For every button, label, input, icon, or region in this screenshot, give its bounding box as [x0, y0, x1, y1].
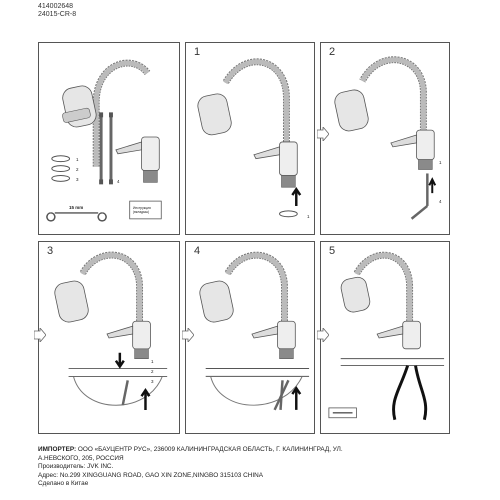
importer-info: ИМПОРТЕР: ООО «БАУЦЕНТР РУС», 236009 КАЛ…: [38, 446, 493, 489]
faucet-step5-illustration: [328, 251, 445, 421]
label-ring-3: 3: [76, 177, 79, 182]
country-of-origin: Сделано в Китае: [38, 480, 89, 488]
step-number: 3: [47, 245, 54, 257]
panel-step-2: 2 1 4: [320, 42, 450, 235]
step-number: 1: [194, 46, 201, 58]
label-ring: 1: [307, 214, 310, 219]
importer-text: ООО «БАУЦЕНТР РУС», 236009 КАЛИНИНГРАДСК…: [76, 446, 343, 453]
step-number: 5: [329, 245, 336, 257]
product-code: 414002648: [38, 3, 74, 10]
label-ring: 1: [439, 160, 442, 165]
faucet-kit-illustration: [46, 59, 162, 222]
panel-step-5: 5: [320, 241, 450, 434]
importer-label: ИМПОРТЕР:: [38, 446, 77, 453]
panel-step-1: 1 1: [185, 42, 315, 235]
step-number: 2: [329, 46, 336, 58]
label-1: 1: [151, 359, 154, 364]
label-ring-2: 2: [76, 167, 79, 172]
manufacturer-address: Адрес: No.299 XINGGUANG ROAD, GAO XIN ZO…: [38, 471, 263, 479]
label-2: 2: [151, 369, 154, 374]
step-number: 4: [194, 245, 201, 257]
arrow-right-icon: [182, 328, 194, 342]
arrow-right-icon: [34, 328, 46, 342]
faucet-step2-illustration: [334, 56, 437, 220]
wrench-size-label: 15 mm: [69, 205, 84, 210]
faucet-step1-illustration: [197, 58, 302, 218]
product-model: 24015-CR-8: [38, 11, 77, 18]
panel-step-3: 3 1 2 3: [38, 241, 180, 434]
faucet-step3-illustration: [54, 251, 168, 410]
manufacturer: Производитель: JVK INC.: [38, 463, 114, 471]
label-ring-1: 1: [76, 157, 79, 162]
panel-package-contents: 1 2 3 4 15 mm Инструкция (вкладыш): [38, 42, 180, 235]
importer-text-line2: А.НЕВСКОГО, 205, РОССИЯ: [38, 454, 124, 462]
label-hose-4: 4: [117, 179, 120, 184]
manual-label: Инструкция (вкладыш): [133, 206, 151, 214]
panel-step-4: 4: [185, 241, 315, 434]
arrow-right-icon: [317, 127, 329, 141]
label-3: 3: [151, 379, 154, 384]
arrow-right-icon: [317, 328, 329, 342]
label-hose: 4: [439, 199, 442, 204]
faucet-step4-illustration: [199, 251, 310, 411]
